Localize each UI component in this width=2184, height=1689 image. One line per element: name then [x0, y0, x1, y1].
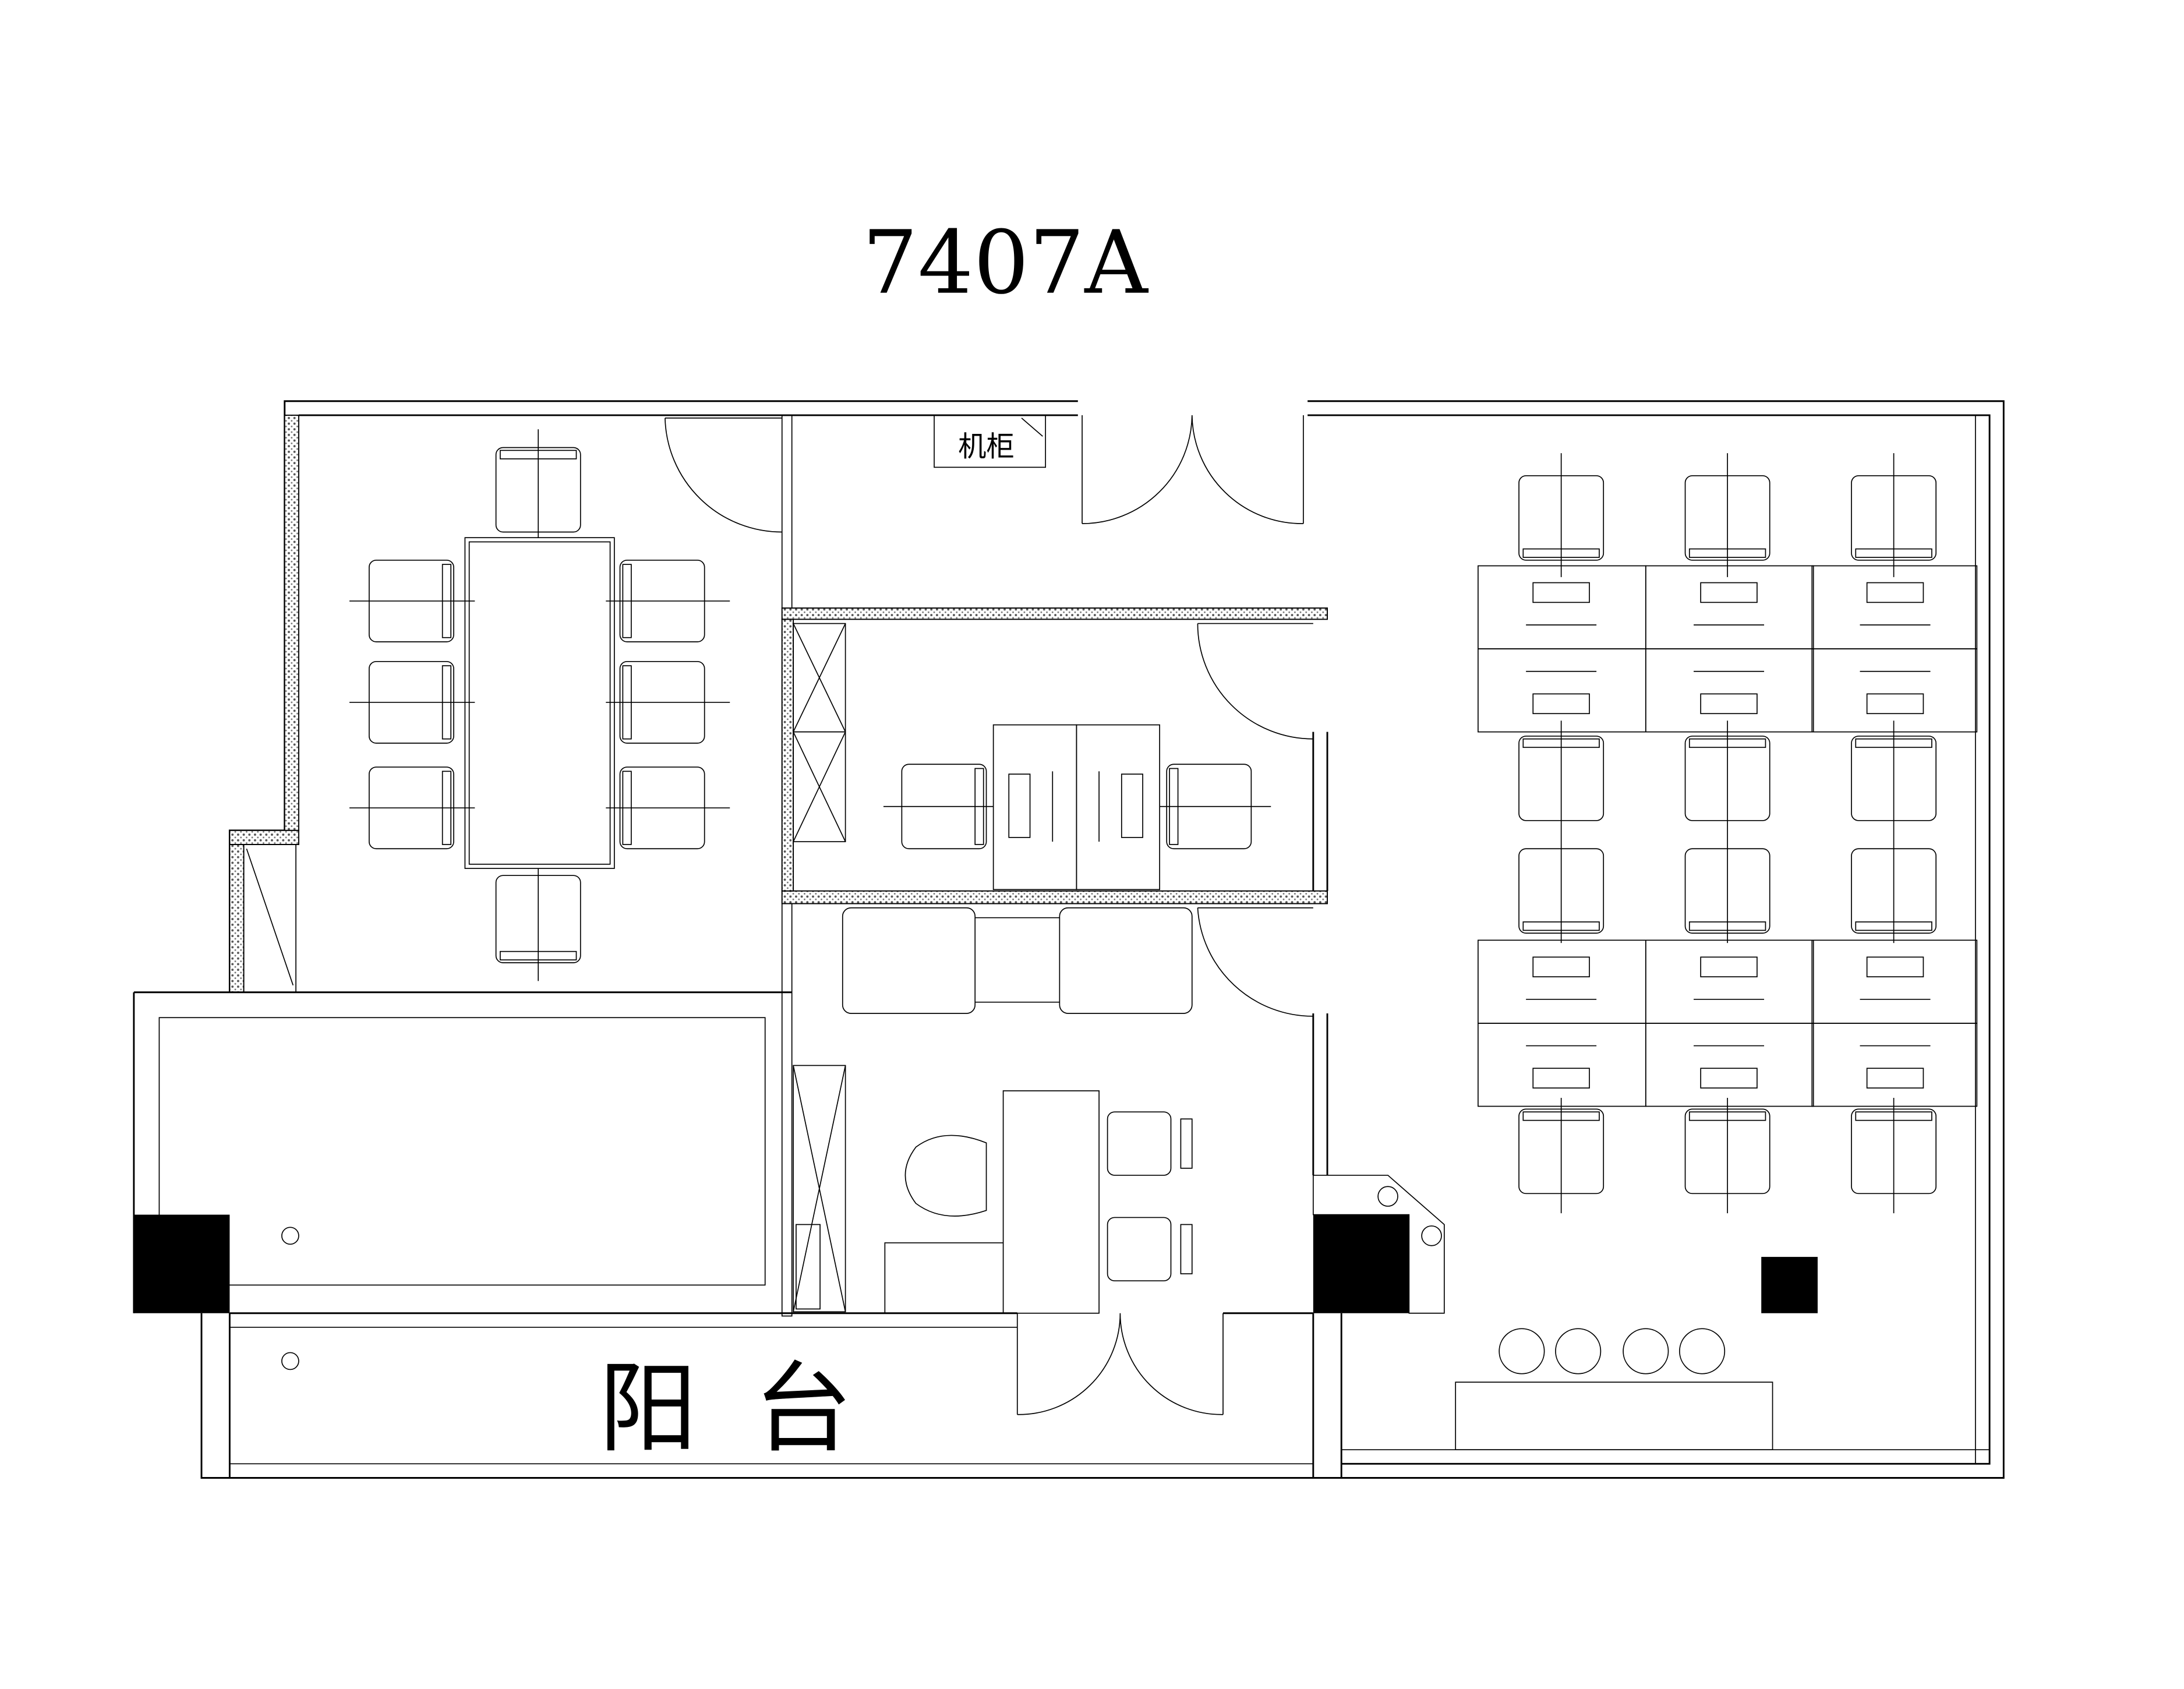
chair: [495, 447, 581, 533]
desk: [1645, 565, 1814, 649]
server-cabinet: 机柜: [934, 415, 1047, 468]
desk: [1645, 939, 1814, 1024]
cabinet-label: 机柜: [958, 430, 1015, 463]
reception: [1455, 1328, 1773, 1451]
chair: [495, 875, 581, 963]
desk: [1478, 648, 1646, 733]
chair: [901, 764, 987, 850]
conference-table: [464, 429, 615, 981]
desk: [1478, 1023, 1646, 1107]
desk: [1478, 939, 1646, 1024]
private-office: [883, 724, 1271, 891]
columns: [133, 1214, 1818, 1370]
desk: [1811, 648, 1978, 733]
desk: [1645, 1023, 1814, 1107]
doors: [665, 415, 1313, 1415]
desk: [1645, 648, 1814, 733]
plan-title: 7407A: [863, 213, 1149, 314]
storage-cabinets: [793, 623, 846, 1313]
desk: [1478, 565, 1646, 649]
interior-walls: [781, 415, 1445, 1317]
outer-walls: [133, 400, 2005, 1479]
desk: [1811, 1023, 1978, 1107]
workstations: [1478, 453, 1978, 1214]
desk: [1811, 939, 1978, 1024]
balcony-label: 阳台: [599, 1351, 909, 1466]
manager-office: [796, 907, 1193, 1314]
chair: [1166, 764, 1252, 850]
desk: [1811, 565, 1978, 649]
